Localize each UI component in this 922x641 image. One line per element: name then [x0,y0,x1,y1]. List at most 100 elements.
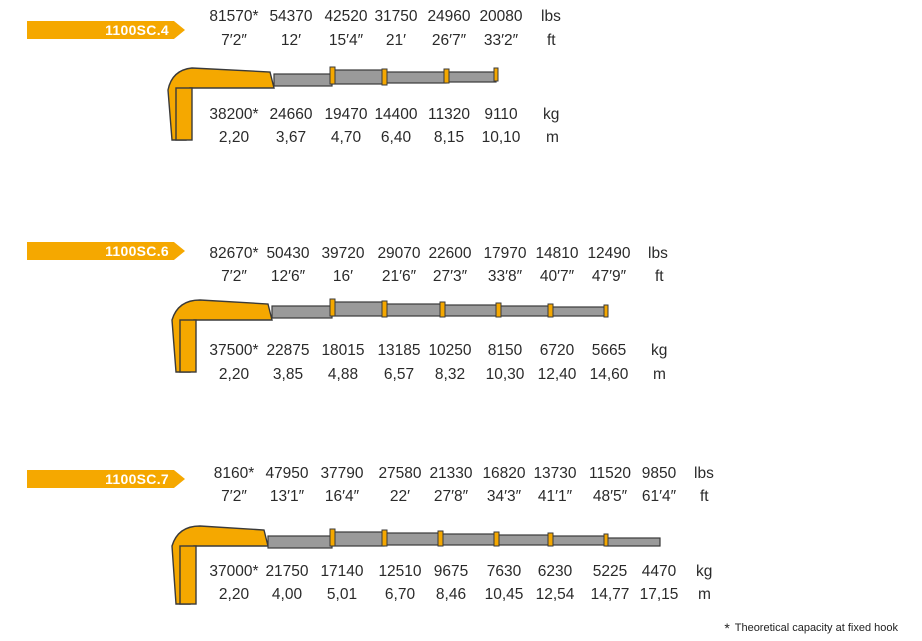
footnote-text: Theoretical capacity at fixed hook [734,622,898,634]
unit-m: m [698,586,711,603]
capacity-kg: 11320 [428,106,470,123]
capacity-kg: 18015 [321,342,365,359]
capacity-lbs: 8160* [213,465,255,482]
reach-ft: 33′8″ [487,268,523,285]
capacity-kg: 9675 [433,563,469,580]
reach-ft: 7′2″ [221,488,247,505]
model-name: 1100SC.6 [105,243,169,259]
model-tag: 1100SC.7 [27,470,185,488]
capacity-lbs: 12490 [587,245,631,262]
capacity-kg: 6720 [539,342,575,359]
capacity-kg: 5225 [592,563,628,580]
capacity-kg: 37000* [209,563,259,580]
crane-base [171,299,273,373]
capacity-lbs: 16820 [482,465,526,482]
reach-ft: 13′1″ [269,488,305,505]
capacity-kg: 22875 [266,342,310,359]
reach-m: 17,15 [639,586,679,603]
reach-m: 2,20 [218,366,250,383]
capacity-kg: 19470 [324,106,368,123]
crane-base [167,67,275,141]
capacity-lbs: 39720 [321,245,365,262]
boom-sections [267,531,661,549]
reach-m: 3,85 [272,366,304,383]
reach-ft: 12′6″ [270,268,306,285]
capacity-lbs: 82670* [209,245,259,262]
capacity-lbs: 37790 [320,465,364,482]
capacity-kg: 7630 [486,563,522,580]
reach-m: 5,01 [326,586,358,603]
capacity-kg: 37500* [209,342,259,359]
capacity-lbs: 22600 [428,245,472,262]
capacity-kg: 8150 [487,342,523,359]
capacity-kg: 9110 [484,106,518,123]
crane-base [171,525,269,605]
reach-ft: 22′ [389,488,411,505]
reach-m: 4,70 [330,129,362,146]
reach-ft: 15′4″ [328,32,364,49]
boom-sections [271,301,607,319]
reach-ft: 26′7″ [431,32,467,49]
capacity-lbs: 21330 [429,465,473,482]
asterisk-icon: * [724,620,730,636]
capacity-lbs: 47950 [265,465,309,482]
unit-m: m [546,129,559,146]
capacity-kg: 38200* [209,106,259,123]
capacity-kg: 17140 [320,563,364,580]
capacity-lbs: 31750 [374,8,418,25]
capacity-lbs: 24960 [427,8,471,25]
capacity-lbs: 17970 [483,245,527,262]
reach-ft: 47′9″ [591,268,627,285]
unit-kg: kg [543,106,560,123]
model-section-1100sc6: 1100SC.6 82670* 50430 39720 29070 22600 … [0,230,922,400]
model-name: 1100SC.4 [105,22,169,38]
model-tag: 1100SC.6 [27,242,185,260]
reach-ft: 48′5″ [592,488,628,505]
reach-ft: 16′ [332,268,354,285]
model-tag: 1100SC.4 [27,21,185,39]
unit-kg: kg [651,342,668,359]
reach-m: 3,67 [275,129,307,146]
capacity-kg: 10250 [428,342,472,359]
capacity-lbs: 54370 [269,8,313,25]
capacity-kg: 14400 [374,106,418,123]
reach-ft: 40′7″ [539,268,575,285]
unit-lbs: lbs [694,465,714,482]
reach-ft: 7′2″ [221,32,247,49]
capacity-lbs: 14810 [535,245,579,262]
capacity-kg: 13185 [377,342,421,359]
unit-ft: ft [700,488,709,505]
crane-boom-diagram [171,525,661,605]
crane-boom-diagram [167,66,499,141]
boom-joints [329,528,609,547]
reach-ft: 21′ [385,32,407,49]
reach-ft: 41′1″ [537,488,573,505]
unit-m: m [653,366,666,383]
capacity-lbs: 81570* [209,8,259,25]
reach-ft: 61′4″ [641,488,677,505]
unit-ft: ft [655,268,664,285]
reach-m: 8,46 [435,586,467,603]
capacity-kg: 24660 [269,106,313,123]
reach-m: 4,00 [271,586,303,603]
reach-m: 8,15 [433,129,465,146]
reach-m: 12,54 [535,586,575,603]
reach-m: 14,77 [590,586,630,603]
capacity-lbs: 27580 [378,465,422,482]
reach-ft: 27′8″ [433,488,469,505]
reach-m: 4,88 [327,366,359,383]
capacity-kg: 12510 [378,563,422,580]
reach-m: 12,40 [537,366,577,383]
unit-ft: ft [547,32,556,49]
reach-ft: 21′6″ [381,268,417,285]
model-section-1100sc7: 1100SC.7 8160* 47950 37790 27580 21330 1… [0,456,922,616]
capacity-kg: 4470 [641,563,677,580]
capacity-lbs: 29070 [377,245,421,262]
capacity-lbs: 50430 [266,245,310,262]
capacity-kg: 5665 [591,342,627,359]
reach-m: 6,40 [380,129,412,146]
unit-kg: kg [696,563,713,580]
model-name: 1100SC.7 [105,471,169,487]
reach-m: 10,10 [481,129,521,146]
reach-m: 6,70 [384,586,416,603]
